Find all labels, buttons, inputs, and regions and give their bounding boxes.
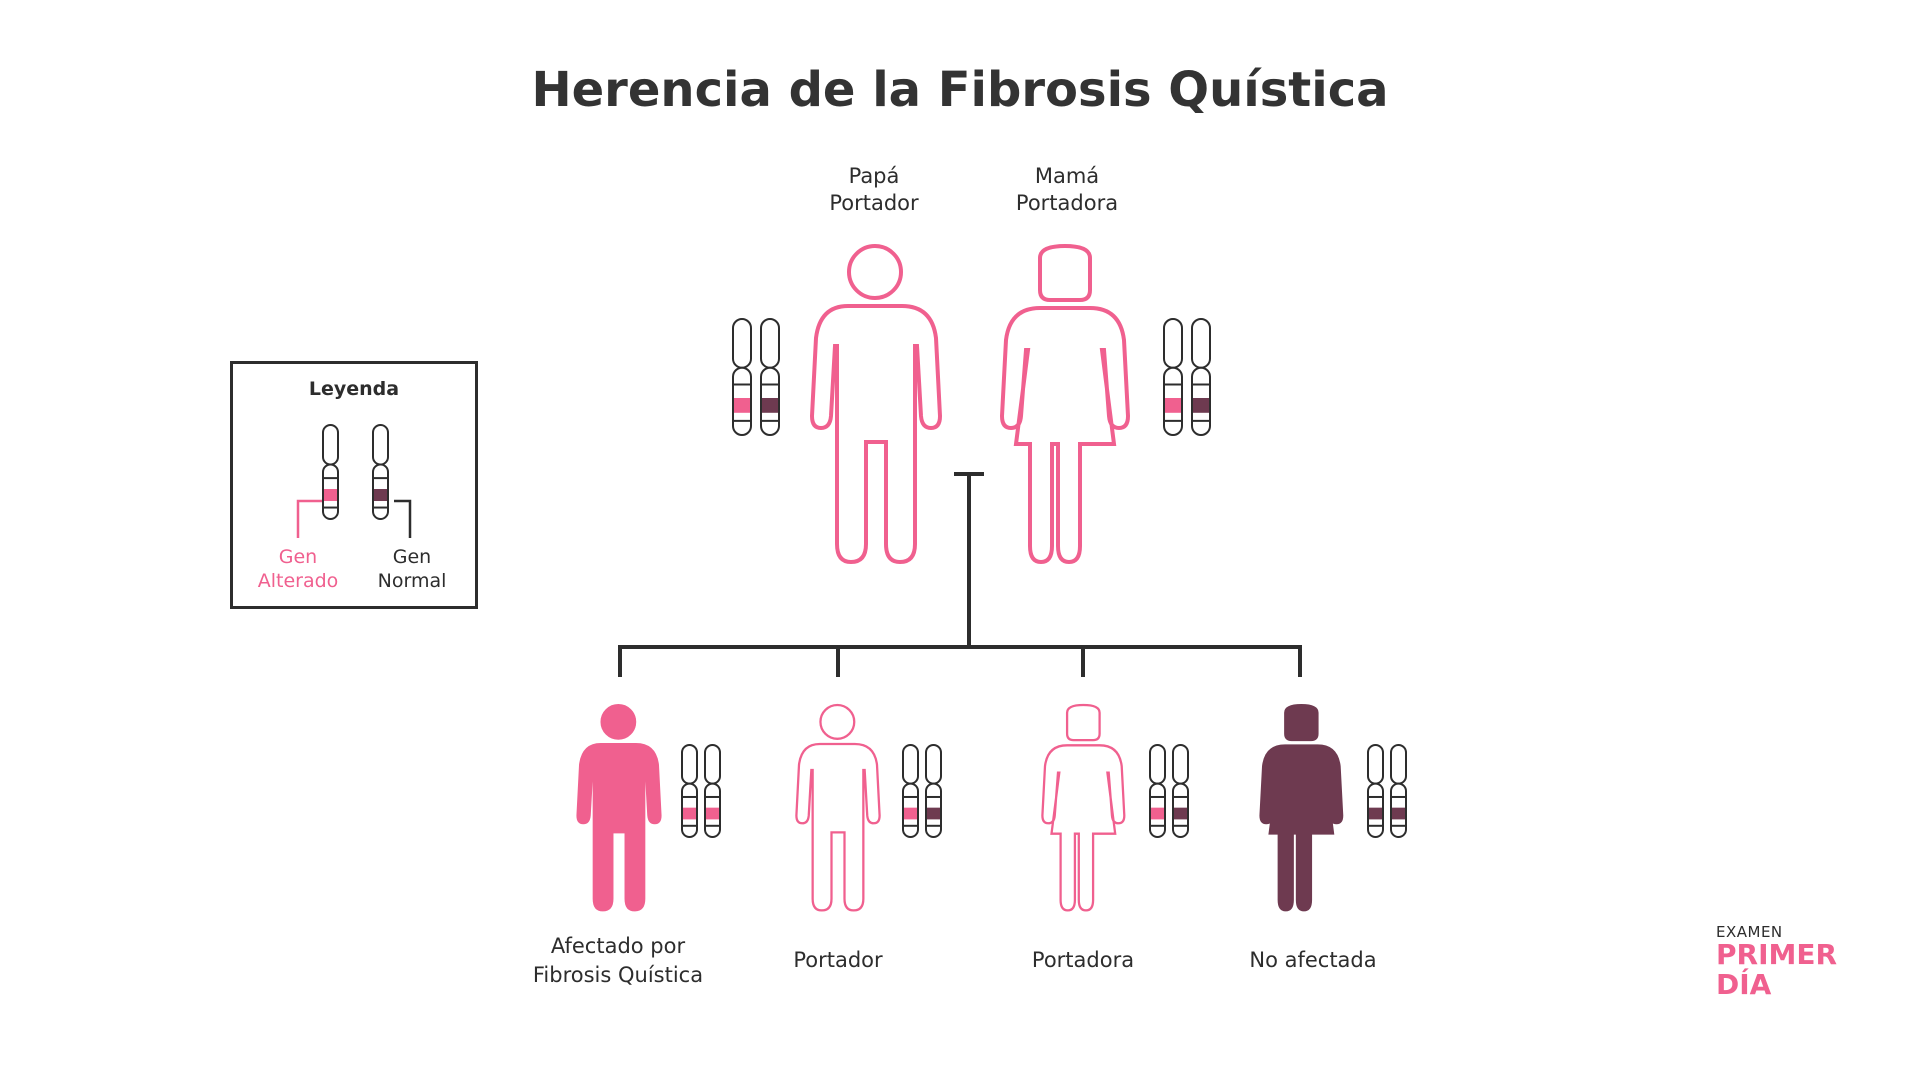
- brand-dia: DÍA: [1716, 968, 1772, 1001]
- chromosome-normal: [1390, 744, 1407, 839]
- mother-label: Mamá Portadora: [1015, 164, 1119, 215]
- children-chromosomes: [681, 744, 1407, 839]
- child-label-carrier-female: Portadora: [1031, 948, 1135, 972]
- brand-logo: PRIMER DÍA: [1716, 940, 1837, 1000]
- legend-leader-lines: [296, 499, 412, 538]
- child-label-unaffected: No afectada: [1249, 948, 1377, 972]
- child-label-carrier-male: Portador: [793, 948, 883, 972]
- child-label-affected: Afectado por Fibrosis Quística: [532, 934, 704, 987]
- father-label: Papá Portador: [829, 164, 919, 215]
- chromosome-normal: [760, 318, 780, 436]
- father-figure: [810, 244, 942, 564]
- chromosome-altered: [1149, 744, 1166, 839]
- legend-box: [230, 361, 478, 609]
- chromosome-normal: [925, 744, 942, 839]
- chromosome-altered: [704, 744, 721, 839]
- family-connector-lines: [618, 472, 1302, 677]
- chromosome-altered: [681, 744, 698, 839]
- mother-chromosomes: [1163, 318, 1211, 436]
- mother-figure: [1000, 244, 1130, 564]
- legend-title: Leyenda: [308, 378, 400, 400]
- child-affected-male-figure: [576, 703, 662, 912]
- child-carrier-male-figure: [795, 703, 881, 912]
- brand-examen: EXAMEN: [1716, 923, 1783, 941]
- chromosome-normal: [1172, 744, 1189, 839]
- chromosome-altered: [732, 318, 752, 436]
- father-chromosomes: [732, 318, 780, 436]
- chromosome-normal: [1367, 744, 1384, 839]
- legend-altered-label: Gen Alterado: [257, 546, 339, 592]
- chromosome-altered: [902, 744, 919, 839]
- legend-chromosome-normal: [372, 424, 389, 521]
- child-unaffected-female-figure: [1259, 703, 1344, 912]
- legend-normal-label: Gen Normal: [377, 546, 447, 592]
- legend-chromosome-altered: [322, 424, 339, 521]
- brand-primer: PRIMER: [1716, 938, 1838, 971]
- chromosome-altered: [1163, 318, 1183, 436]
- legend-chromosomes: [322, 424, 389, 521]
- chromosome-normal: [1191, 318, 1211, 436]
- child-carrier-female-figure: [1041, 703, 1126, 912]
- diagram-title: Herencia de la Fibrosis Quística: [531, 62, 1389, 118]
